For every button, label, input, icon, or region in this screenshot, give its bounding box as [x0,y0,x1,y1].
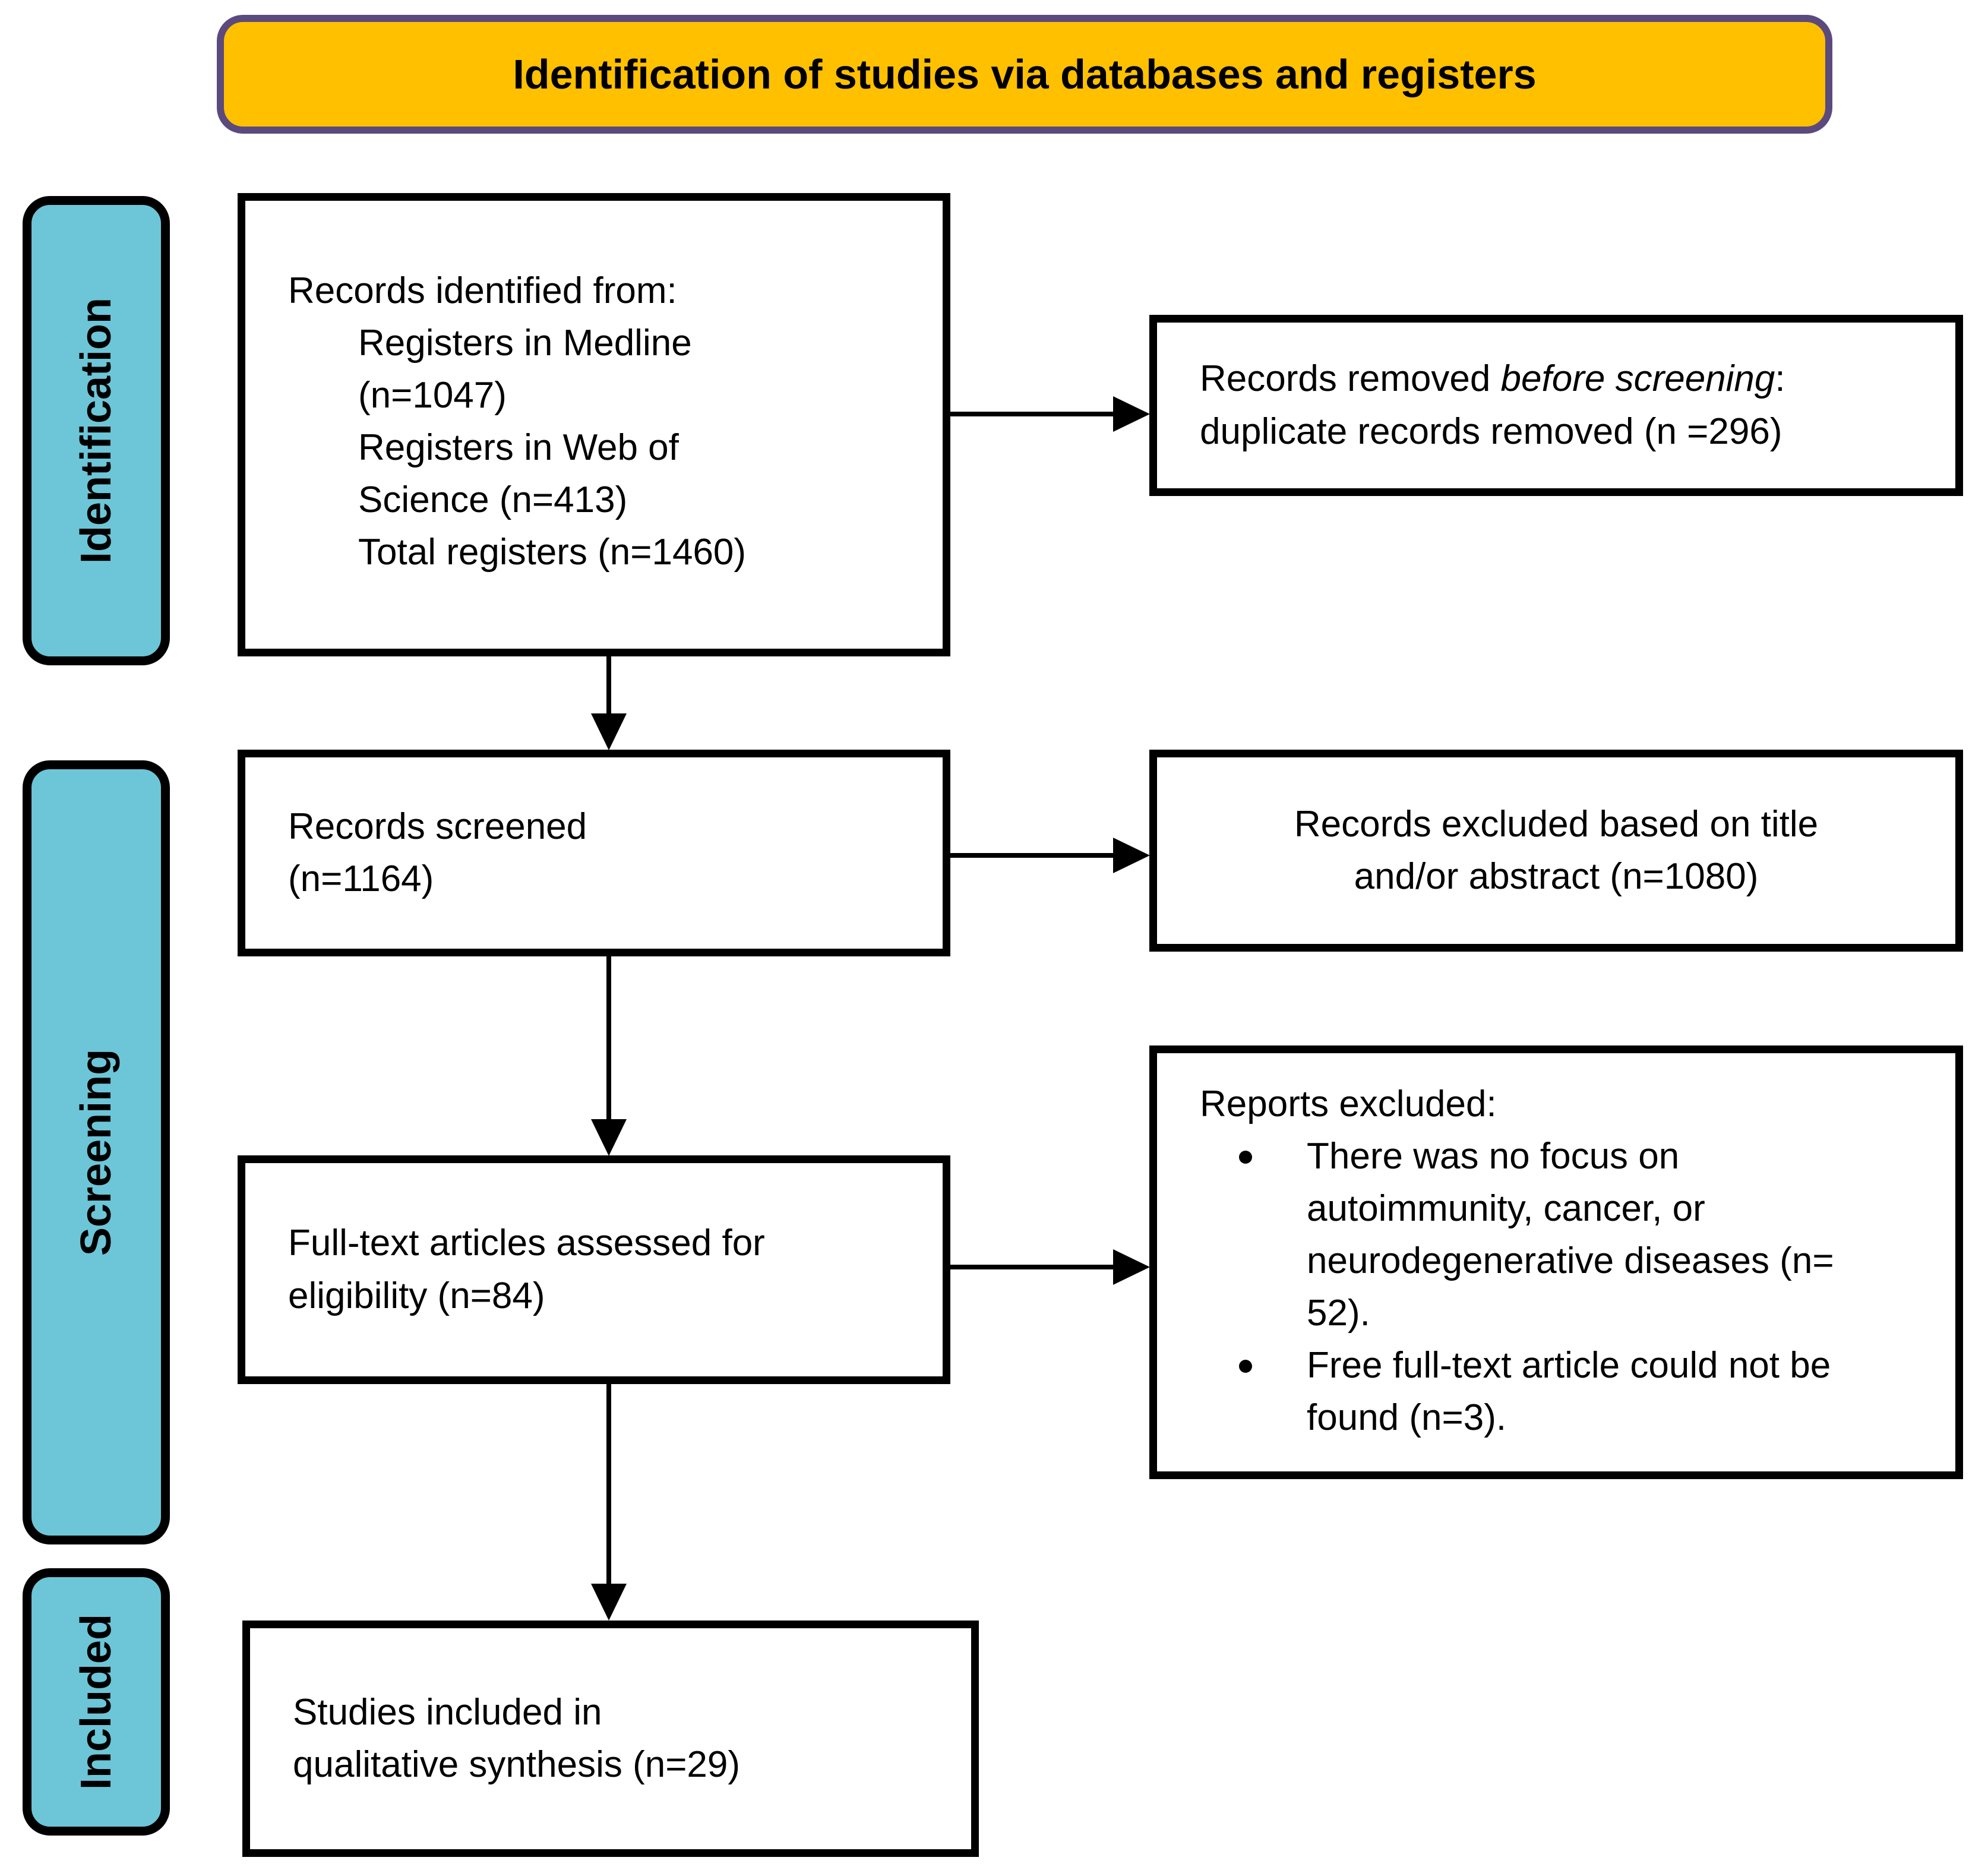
records-removed-italic: before screening [1500,358,1775,400]
reports-excluded-bullet-1: There was no focus on autoimmunity, canc… [1200,1130,1926,1340]
box-records-identified: Records identified from: Registers in Me… [238,193,950,656]
connector-arrow-right-2 [949,838,1150,873]
records-removed-line2: duplicate records removed (n =296) [1200,410,1782,452]
arrow-head-down-icon [591,1584,627,1621]
stage-label-included: Included [72,1613,121,1790]
connector-arrow-down-1 [591,655,627,750]
arrow-head-right-icon [1113,1249,1150,1285]
arrow-head-right-icon [1113,396,1150,432]
records-excluded-text: Records excluded based on title and/or a… [1294,803,1819,897]
banner-title-text: Identification of studies via databases … [513,51,1537,97]
arrow-shaft [606,955,611,1119]
arrow-head-down-icon [591,713,627,750]
bullet-dot-icon [1239,1360,1252,1373]
connector-arrow-right-1 [949,396,1150,432]
box-reports-excluded: Reports excluded: There was no focus on … [1149,1045,1963,1479]
reports-excluded-header: Reports excluded: [1200,1084,1497,1124]
fulltext-assessed-text: Full-text articles assessed for eligibil… [288,1223,765,1316]
records-screened-text: Records screened (n=1164) [288,806,587,899]
records-identified-item-medline: Registers in Medline (n=1047) [358,323,692,416]
reports-excluded-bullet-1-text: There was no focus on autoimmunity, canc… [1307,1136,1834,1334]
arrow-head-right-icon [1113,838,1150,873]
arrow-shaft [606,1383,611,1584]
stage-label-screening: Screening [72,1048,120,1256]
records-identified-intro: Records identified from: [288,270,677,311]
stage-box-screening: Screening [23,760,170,1544]
arrow-head-down-icon [591,1119,627,1156]
connector-arrow-right-3 [949,1249,1150,1285]
stage-label-identification: Identification [72,298,120,564]
stage-box-included: Included [23,1568,170,1836]
records-identified-item-web-of-science: Registers in Web of Science (n=413) [358,427,679,521]
reports-excluded-bullet-2: Free full-text article could not be foun… [1200,1340,1926,1444]
studies-included-text: Studies included in qualitative synthesi… [293,1691,741,1785]
box-fulltext-assessed: Full-text articles assessed for eligibil… [238,1155,950,1384]
connector-arrow-down-2 [591,955,627,1156]
records-removed-prefix: Records removed [1200,358,1501,400]
arrow-shaft [949,412,1113,416]
connector-arrow-down-3 [591,1383,627,1621]
bullet-dot-icon [1239,1151,1252,1164]
arrow-shaft [949,1265,1113,1269]
banner-title: Identification of studies via databases … [217,15,1832,134]
stage-box-identification: Identification [23,196,170,665]
box-studies-included: Studies included in qualitative synthesi… [242,1621,979,1857]
arrow-shaft [949,853,1113,858]
reports-excluded-bullet-2-text: Free full-text article could not be foun… [1307,1345,1831,1439]
records-removed-text: Records removed before screening: duplic… [1200,353,1932,457]
arrow-shaft [606,655,611,713]
records-removed-suffix: : [1775,358,1785,400]
box-records-excluded: Records excluded based on title and/or a… [1149,750,1963,952]
box-records-removed: Records removed before screening: duplic… [1149,315,1963,496]
box-records-screened: Records screened (n=1164) [238,750,950,956]
records-identified-item-total: Total registers (n=1460) [358,532,747,573]
